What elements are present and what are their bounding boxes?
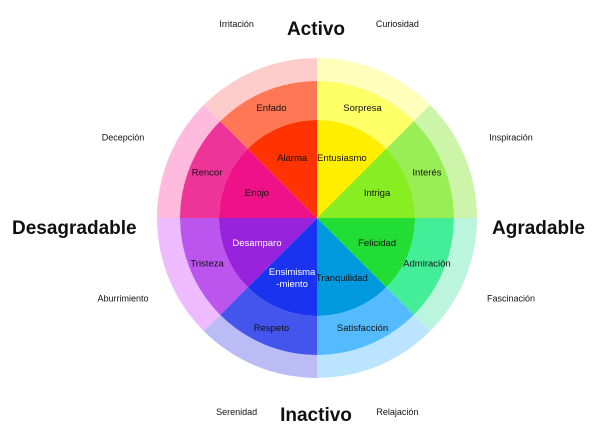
wheel-segment-middle <box>386 218 454 315</box>
emotion-label: Decepción <box>102 133 145 143</box>
emotion-label: Satisfacción <box>337 323 388 334</box>
emotion-label: Relajación <box>376 407 418 417</box>
wheel-segment-inner <box>317 218 415 288</box>
wheel-segment-inner <box>219 218 317 288</box>
emotion-label: Alarma <box>277 153 308 164</box>
emotion-label: Aburrimiento <box>97 293 148 303</box>
emotion-label: Serenidad <box>216 407 257 417</box>
wheel-segment-outer <box>317 314 431 378</box>
wheel-segment-outer <box>203 314 317 378</box>
wheel-segment-inner <box>247 120 317 218</box>
wheel-segment-inner <box>317 148 415 218</box>
wheel-segment-inner <box>317 120 387 218</box>
emotion-label: Sorpresa <box>343 103 382 114</box>
wheel-segment-outer <box>157 104 221 218</box>
wheel-segment-middle <box>180 121 248 218</box>
emotion-label: Intriga <box>364 188 391 199</box>
emotion-label: Enfado <box>256 103 286 114</box>
axis-label-active: Activo <box>286 19 346 40</box>
wheel-segment-outer <box>317 58 431 122</box>
emotion-label: Inspiración <box>489 133 533 143</box>
wheel-segment-inner <box>219 148 317 218</box>
emotion-label: Curiosidad <box>376 19 419 29</box>
wheel-segment-middle <box>220 81 317 149</box>
emotion-label: Felicidad <box>358 238 396 249</box>
emotion-label: Ensimisma-miento <box>269 267 316 290</box>
wheel-segment-outer <box>203 58 317 122</box>
emotion-label: Rencor <box>192 167 223 178</box>
emotion-label: Interés <box>412 167 441 178</box>
wheel-segment-inner <box>247 218 317 316</box>
wheel-segment-outer <box>157 218 221 332</box>
wheel-segment-middle <box>317 81 414 149</box>
emotion-label: Entusiasmo <box>317 153 367 164</box>
emotion-label: Fascinación <box>487 293 535 303</box>
axis-label-unpleasant: Desagradable <box>12 218 137 239</box>
wheel-segment-inner <box>317 218 387 316</box>
axis-label-pleasant: Agradable <box>492 218 585 239</box>
axis-label-inactive: Inactivo <box>280 405 352 426</box>
emotion-label: Enojo <box>245 188 269 199</box>
wheel-segment-middle <box>386 121 454 218</box>
wheel-segment-outer <box>413 104 477 218</box>
emotion-label: Tristeza <box>190 259 224 270</box>
emotion-label: Irritación <box>219 19 254 29</box>
emotion-label: Tranquilidad <box>316 273 368 284</box>
emotion-label: Respeto <box>254 323 289 334</box>
emotion-label: Desamparo <box>232 238 281 249</box>
wheel-segment-outer <box>413 218 477 332</box>
wheel-segment-middle <box>317 287 414 355</box>
emotion-label: Admiración <box>403 259 451 270</box>
wheel-segment-middle <box>180 218 248 315</box>
wheel-segment-middle <box>220 287 317 355</box>
